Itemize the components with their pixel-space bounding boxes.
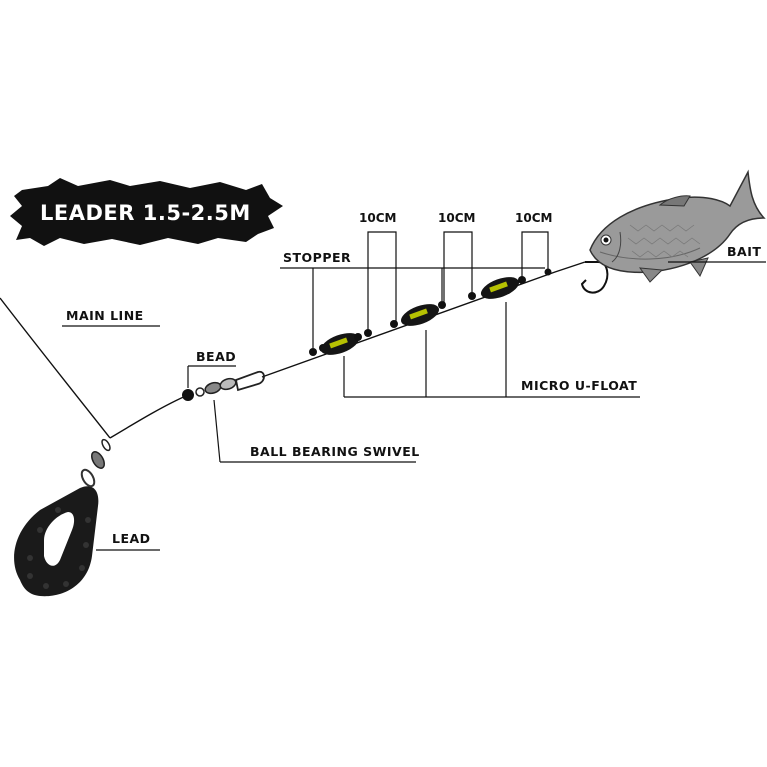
- title-banner: LEADER 1.5-2.5M: [10, 178, 283, 246]
- main-line-callout: MAIN LINE: [62, 308, 160, 327]
- title-text: LEADER 1.5-2.5M: [40, 201, 251, 225]
- hook: [580, 261, 609, 294]
- main-line-label: MAIN LINE: [66, 308, 144, 323]
- bait-fish: [589, 169, 766, 283]
- micro-u-float-callout: MICRO U-FLOAT: [343, 302, 640, 398]
- bait-callout: BAIT: [668, 244, 766, 263]
- float-rig: [309, 268, 552, 356]
- lead-label: LEAD: [112, 531, 151, 546]
- stopper-callout: STOPPER: [280, 250, 545, 348]
- stopper-label: STOPPER: [283, 250, 351, 265]
- spacing-label-3: 10CM: [515, 211, 552, 225]
- lead-weight: [14, 438, 111, 597]
- spacing-label-1: 10CM: [359, 211, 396, 225]
- ball-bearing-swivel: [195, 370, 265, 397]
- banner-shape: [10, 178, 283, 246]
- stopper-bead: [364, 329, 372, 337]
- stopper-bead: [438, 301, 446, 309]
- bead-label: BEAD: [196, 349, 236, 364]
- lead-callout: LEAD: [96, 531, 160, 551]
- stopper-bead: [390, 320, 398, 328]
- stopper-bead: [309, 348, 317, 356]
- stopper-bead: [354, 333, 362, 341]
- spacing-brackets: 10CM 10CM 10CM: [359, 211, 552, 332]
- lead-hole: [44, 512, 75, 566]
- swivel-label: BALL BEARING SWIVEL: [250, 444, 420, 459]
- lead-link-line: [109, 394, 189, 439]
- spacing-label-2: 10CM: [438, 211, 475, 225]
- bead: [182, 389, 194, 401]
- swivel-callout: BALL BEARING SWIVEL: [213, 399, 420, 463]
- main-line: [0, 297, 111, 439]
- micro-u-float-label: MICRO U-FLOAT: [521, 378, 637, 393]
- bead-callout: BEAD: [187, 349, 236, 388]
- bait-label: BAIT: [727, 244, 761, 259]
- leader-line: [261, 261, 586, 378]
